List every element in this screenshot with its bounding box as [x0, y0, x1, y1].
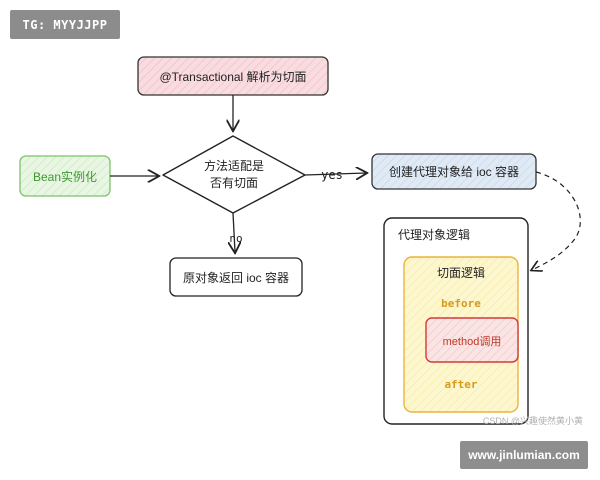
- arrow-decision-to-return: [233, 212, 235, 252]
- aspect-logic-label: 切面逻辑: [437, 266, 485, 280]
- decision-label-line2: 否有切面: [210, 176, 258, 190]
- after-label: after: [444, 378, 477, 391]
- before-label: before: [441, 297, 481, 310]
- tag-badge: TG: MYYJJPP: [10, 10, 120, 39]
- method-call-label: method调用: [443, 335, 502, 348]
- arrow-proxy-to-logic-dashed: [532, 171, 581, 270]
- arrow-decision-to-proxy: [304, 173, 366, 175]
- transactional-node: @Transactional 解析为切面: [137, 56, 329, 96]
- transactional-label: @Transactional 解析为切面: [159, 70, 306, 84]
- decision-node: 方法适配是 否有切面: [162, 135, 306, 214]
- create-proxy-node: 创建代理对象给 ioc 容器: [371, 153, 537, 190]
- bean-label: Bean实例化: [33, 169, 97, 184]
- bean-node: Bean实例化: [19, 155, 111, 197]
- decision-label-line1: 方法适配是: [204, 158, 264, 173]
- edge-label-yes: yes: [321, 168, 343, 182]
- csdn-watermark: CSDN @兴趣使然黄小黄: [483, 415, 583, 426]
- edge-label-no: no: [229, 232, 242, 245]
- site-watermark: www.jinlumian.com: [460, 441, 588, 469]
- proxy-logic-label: 代理对象逻辑: [398, 228, 470, 242]
- method-call-node: method调用: [425, 317, 519, 363]
- return-original-label: 原对象返回 ioc 容器: [183, 270, 289, 285]
- return-original-node: 原对象返回 ioc 容器: [169, 257, 303, 297]
- create-proxy-label: 创建代理对象给 ioc 容器: [389, 164, 519, 179]
